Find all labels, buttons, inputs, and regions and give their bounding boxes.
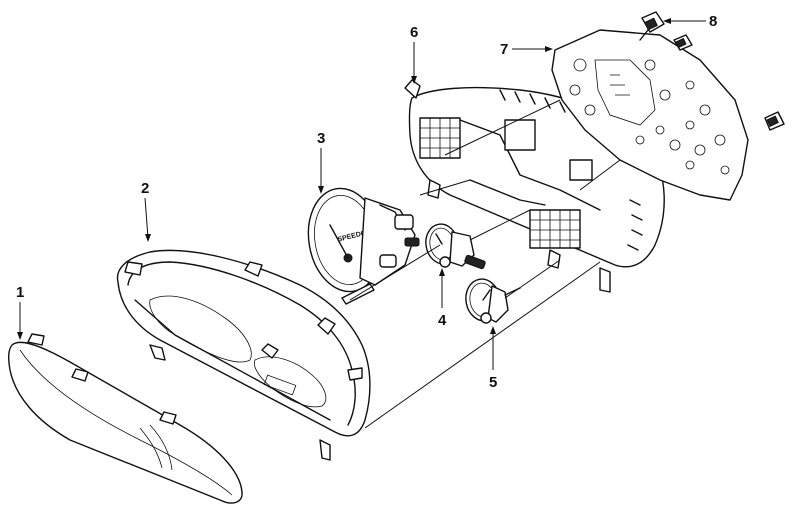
- fuel-gauge-part: [425, 223, 486, 270]
- callout-6: 6: [410, 24, 418, 84]
- temperature-gauge-part: [465, 278, 521, 324]
- callout-3: 3: [317, 130, 325, 194]
- callout-5: 5: [489, 326, 497, 391]
- assembly-alignment-lines: [349, 99, 621, 429]
- callout-8: 8: [663, 13, 717, 30]
- callout-number: 6: [410, 24, 418, 41]
- callout-number: 1: [16, 284, 24, 301]
- callout-number: 4: [438, 312, 447, 329]
- callout-7: 7: [500, 41, 553, 58]
- speedometer-gauge-part: SPEEDOMETER: [307, 187, 420, 305]
- callout-number: 5: [489, 374, 497, 391]
- printed-circuit-plate-part: [551, 29, 749, 201]
- callout-number: 3: [317, 130, 325, 147]
- callout-4: 4: [438, 268, 447, 329]
- callout-number: 2: [141, 180, 149, 197]
- bulb-sockets-part: [639, 11, 785, 131]
- front-bezel-part: [116, 249, 371, 461]
- callout-number: 7: [500, 41, 508, 58]
- callout-number: 8: [709, 13, 717, 30]
- callout-2: 2: [141, 180, 151, 242]
- lens-cover-part: [7, 333, 243, 504]
- callout-1: 1: [16, 284, 24, 340]
